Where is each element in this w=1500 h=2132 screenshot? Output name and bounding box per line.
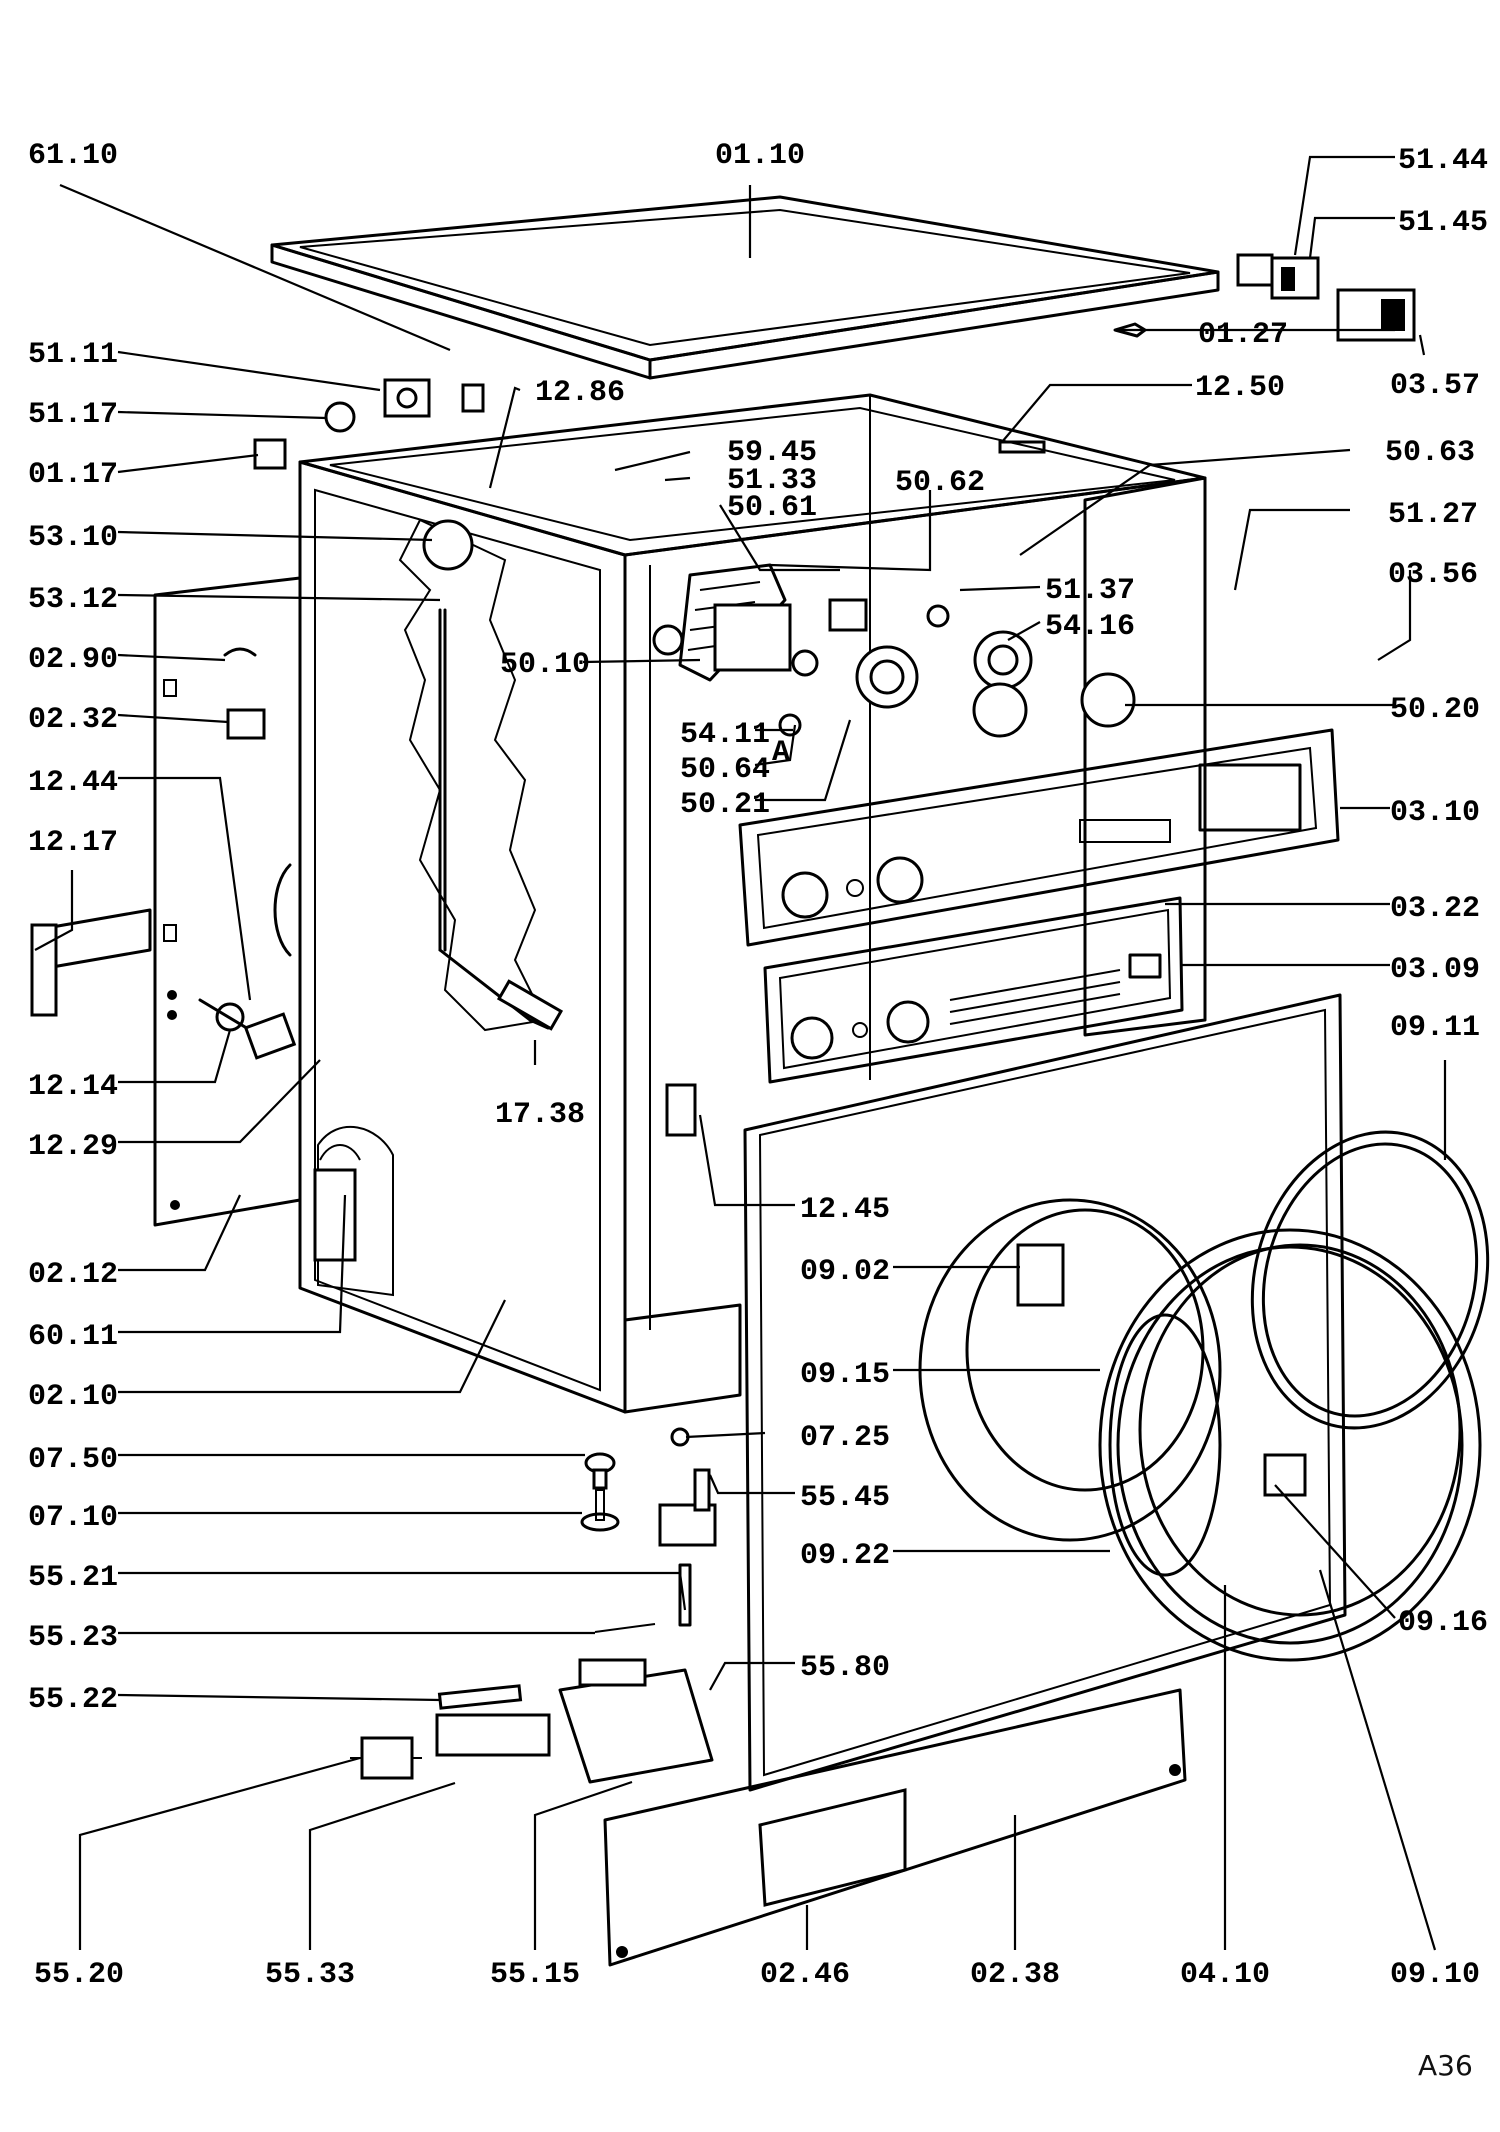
- callout-04-10: 04.10: [1180, 1958, 1270, 1992]
- callout-12-86: 12.86: [535, 376, 625, 410]
- callout-03-09: 03.09: [1390, 953, 1480, 987]
- lower-small-parts: [350, 1427, 1187, 1967]
- callout-51-11: 51.11: [28, 338, 118, 372]
- callout-55-20: 55.20: [34, 1958, 124, 1992]
- callout-55-15: 55.15: [490, 1958, 580, 1992]
- callout-03-56: 03.56: [1388, 558, 1478, 592]
- callout-07-25: 07.25: [800, 1421, 890, 1455]
- callout-02-38: 02.38: [970, 1958, 1060, 1992]
- callout-50-20: 50.20: [1390, 693, 1480, 727]
- door-rings: [1016, 1130, 1490, 1662]
- callout-50-61: 50.61: [727, 491, 817, 525]
- callout-09-10: 09.10: [1390, 1958, 1480, 1992]
- callout-01-17: 01.17: [28, 458, 118, 492]
- callout-54-11: 54.11: [680, 718, 770, 752]
- callout-51-45: 51.45: [1398, 206, 1488, 240]
- top-right-switch-parts: [998, 253, 1416, 454]
- callout-02-32: 02.32: [28, 703, 118, 737]
- callout-51-37: 51.37: [1045, 574, 1135, 608]
- callout-12-44: 12.44: [28, 766, 118, 800]
- callout-labels: 61.10 01.10 51.44 51.45 01.27 03.57 51.1…: [28, 139, 1488, 2082]
- callout-12-45: 12.45: [800, 1193, 890, 1227]
- rear-panel: [153, 576, 302, 1227]
- callout-03-10: 03.10: [1390, 796, 1480, 830]
- callout-12-17: 12.17: [28, 826, 118, 860]
- callout-55-45: 55.45: [800, 1481, 890, 1515]
- callout-09-02: 09.02: [800, 1255, 890, 1289]
- callout-55-21: 55.21: [28, 1561, 118, 1595]
- callout-50-62: 50.62: [895, 466, 985, 500]
- callout-51-17: 51.17: [28, 398, 118, 432]
- callout-59-45: 59.45: [727, 436, 817, 470]
- callout-12-50: 12.50: [1195, 371, 1285, 405]
- callout-55-33: 55.33: [265, 1958, 355, 1992]
- cabinet-body: [273, 393, 1207, 1414]
- callout-61-10: 61.10: [28, 139, 118, 173]
- callout-09-22: 09.22: [800, 1539, 890, 1573]
- callout-02-10: 02.10: [28, 1380, 118, 1414]
- top-lid-panel: [270, 195, 1220, 380]
- callout-51-33: 51.33: [727, 464, 817, 498]
- callout-60-11: 60.11: [28, 1320, 118, 1354]
- callout-55-80: 55.80: [800, 1651, 890, 1685]
- callout-03-22: 03.22: [1390, 892, 1480, 926]
- callout-53-10: 53.10: [28, 521, 118, 555]
- callout-50-21: 50.21: [680, 788, 770, 822]
- callout-50-63: 50.63: [1385, 436, 1475, 470]
- leader-lines: [34, 155, 1447, 1951]
- callout-01-27: 01.27: [1198, 318, 1288, 352]
- callout-12-29: 12.29: [28, 1130, 118, 1164]
- callout-09-16: 09.16: [1398, 1606, 1488, 1640]
- callout-02-12: 02.12: [28, 1258, 118, 1292]
- callout-55-23: 55.23: [28, 1621, 118, 1655]
- callout-03-57: 03.57: [1390, 369, 1480, 403]
- callout-50-64: 50.64: [680, 753, 770, 787]
- callout-54-16: 54.16: [1045, 610, 1135, 644]
- control-fascia-03-10: [738, 728, 1340, 947]
- callout-51-27: 51.27: [1388, 498, 1478, 532]
- callout-07-10: 07.10: [28, 1501, 118, 1535]
- marker-a: A: [772, 736, 790, 770]
- callout-02-46: 02.46: [760, 1958, 850, 1992]
- callout-55-22: 55.22: [28, 1683, 118, 1717]
- callout-53-12: 53.12: [28, 583, 118, 617]
- callout-17-38: 17.38: [495, 1098, 585, 1132]
- callout-02-90: 02.90: [28, 643, 118, 677]
- callout-12-14: 12.14: [28, 1070, 118, 1104]
- callout-51-44: 51.44: [1398, 144, 1488, 178]
- callout-09-15: 09.15: [800, 1358, 890, 1392]
- callout-01-10: 01.10: [715, 139, 805, 173]
- callout-07-50: 07.50: [28, 1443, 118, 1477]
- callout-09-11: 09.11: [1390, 1011, 1480, 1045]
- page-reference: A36: [1418, 2049, 1473, 2082]
- control-fascia-03-09: [763, 896, 1184, 1084]
- callout-50-10: 50.10: [500, 648, 590, 682]
